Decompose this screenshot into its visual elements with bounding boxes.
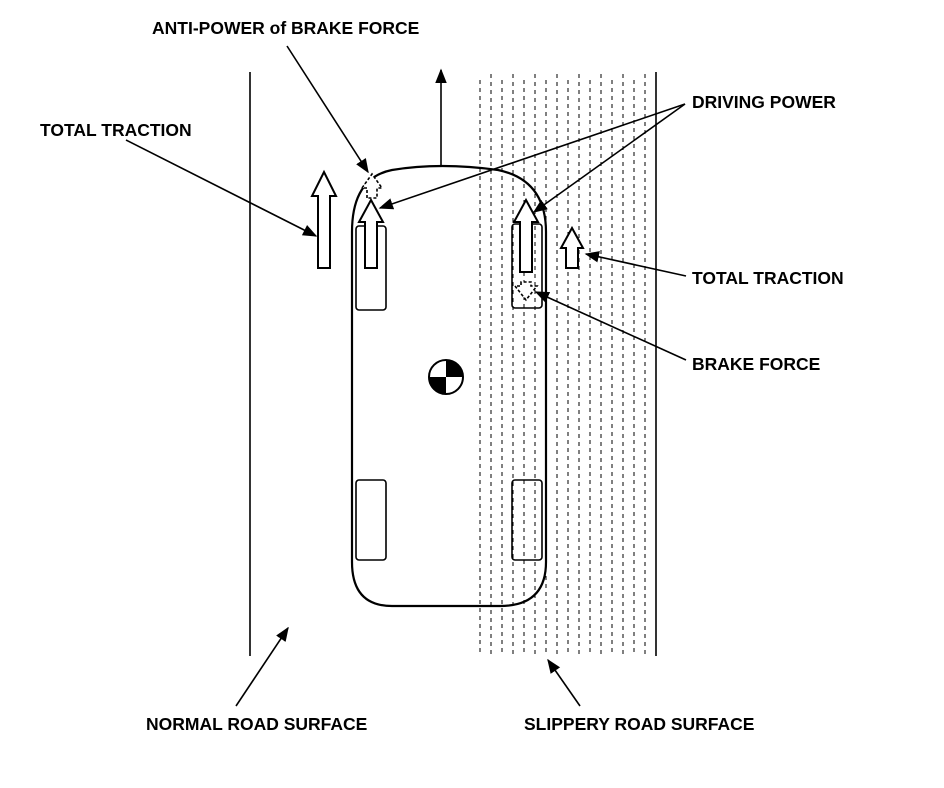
driving-power-leader-right	[532, 103, 686, 213]
driving-power-left-arrow	[357, 197, 385, 269]
total-traction-left-arrow	[310, 169, 338, 269]
brake-force-arrow	[513, 281, 539, 302]
total-traction-right-arrow	[559, 225, 585, 269]
anti-power-arrow	[360, 172, 384, 199]
driving-power-label: DRIVING POWER	[692, 92, 836, 112]
normal-road-leader	[235, 626, 289, 707]
center-of-gravity-icon	[428, 359, 464, 395]
brake-force-label: BRAKE FORCE	[692, 354, 820, 374]
total-traction-right-leader	[584, 251, 687, 277]
slippery-surface-texture	[479, 74, 646, 656]
anti-power-leader	[286, 45, 369, 174]
total-traction-right-label: TOTAL TRACTION	[692, 268, 844, 288]
total-traction-left-leader	[125, 139, 318, 237]
normal-road-label: NORMAL ROAD SURFACE	[146, 714, 367, 734]
vehicle-body	[350, 164, 548, 608]
wheel-rear-right	[511, 479, 543, 561]
wheel-rear-left	[355, 479, 387, 561]
driving-power-right-arrow	[512, 197, 540, 273]
total-traction-left-label: TOTAL TRACTION	[40, 120, 192, 140]
slippery-road-leader	[547, 658, 581, 707]
brake-force-leader	[534, 291, 687, 361]
slippery-road-label: SLIPPERY ROAD SURFACE	[524, 714, 754, 734]
driving-power-leader-left	[378, 103, 686, 210]
anti-power-label: ANTI-POWER of BRAKE FORCE	[152, 18, 419, 38]
